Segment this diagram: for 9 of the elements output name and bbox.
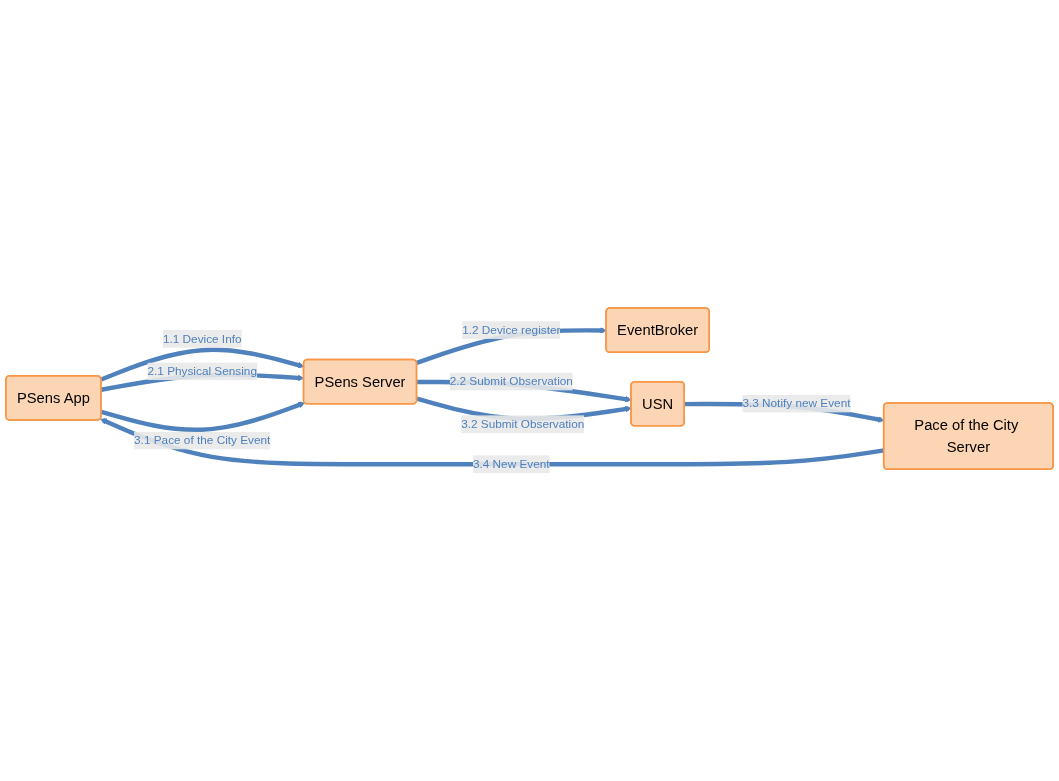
edge-label: 2.2 Submit Observation xyxy=(449,375,573,388)
edge-label: 2.1 Physical Sensing xyxy=(147,364,257,378)
edge-label: 3.1 Pace of the City Event xyxy=(134,433,271,447)
edge-label: 3.3 Notify new Event xyxy=(742,397,851,410)
edge-label: 3.4 New Event xyxy=(472,457,550,471)
edge-label: 1.2 Device register xyxy=(462,323,561,336)
edge-label: 1.1 Device Info xyxy=(162,332,242,345)
arrow xyxy=(100,401,306,432)
edge-label: 3.2 Submit Observation xyxy=(461,417,585,431)
